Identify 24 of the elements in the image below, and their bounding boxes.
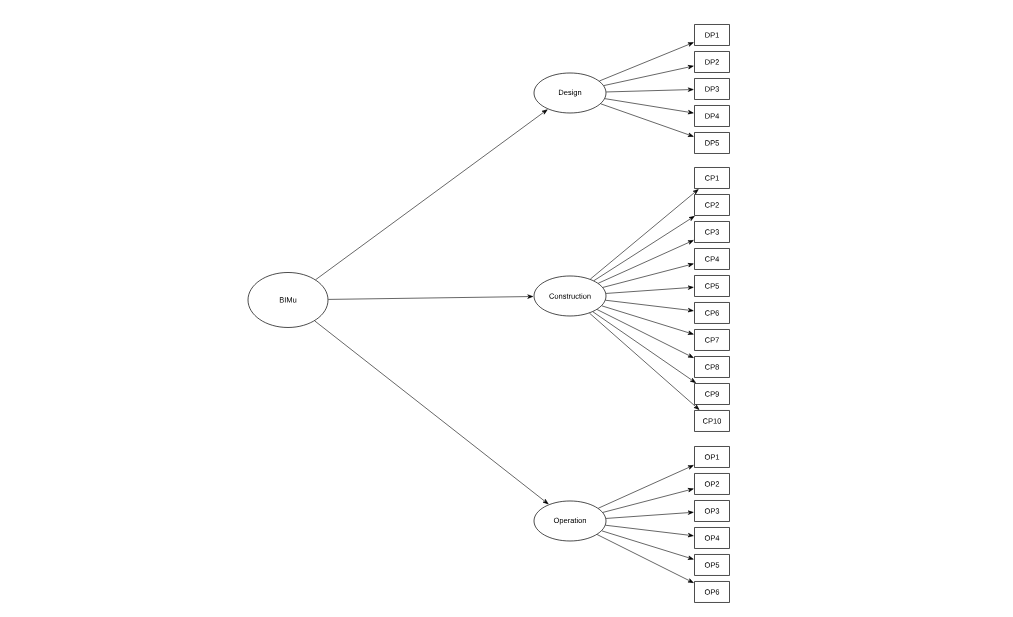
arrow [601, 530, 694, 560]
arrow [605, 524, 694, 538]
arrow [604, 98, 694, 115]
arrow [596, 534, 694, 583]
arrow [603, 65, 694, 86]
arrow [315, 109, 548, 280]
arrow [601, 305, 694, 335]
arrow [596, 309, 694, 358]
arrow [592, 311, 696, 383]
arrow [593, 216, 695, 281]
arrow [605, 299, 694, 313]
arrow [599, 42, 694, 82]
arrow [602, 263, 694, 288]
arrow [602, 488, 694, 513]
arrow [328, 294, 534, 300]
arrow [589, 312, 700, 410]
arrow [606, 87, 694, 93]
arrow [590, 189, 699, 280]
arrow [600, 103, 694, 137]
arrow [598, 240, 694, 284]
arrow [605, 510, 694, 519]
arrow [314, 320, 549, 505]
arrow [598, 465, 694, 509]
arrow [605, 285, 694, 294]
